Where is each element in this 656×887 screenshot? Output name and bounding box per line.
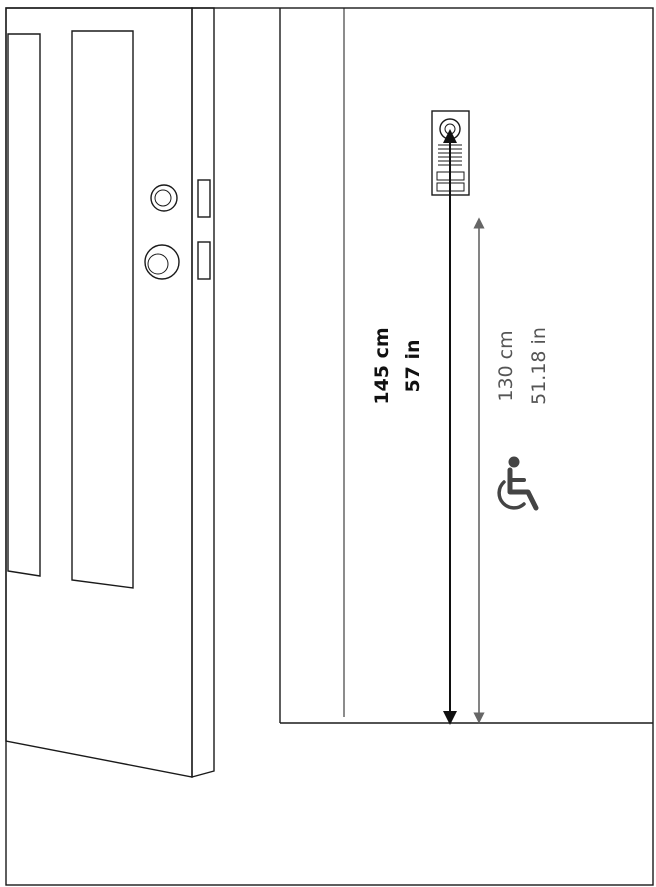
latch-plate-upper: [197, 179, 211, 218]
wall: [279, 8, 653, 724]
accessible-imperial-label: 51.18 in: [528, 327, 550, 405]
accessible-metric-label: 130 cm: [495, 330, 517, 401]
door-edge: [191, 7, 215, 778]
door: [5, 7, 215, 778]
door-inset-left: [7, 33, 41, 577]
primary-metric-label: 145 cm: [371, 327, 393, 404]
door-lock-icon: [150, 184, 178, 212]
latch-plate-lower: [197, 241, 211, 280]
door-knob-icon: [144, 244, 180, 280]
diagram-frame: [5, 7, 654, 886]
door-panel: [5, 7, 193, 778]
primary-imperial-label: 57 in: [402, 339, 424, 392]
wheelchair-icon: [497, 456, 539, 511]
door-inset-right: [71, 30, 134, 589]
